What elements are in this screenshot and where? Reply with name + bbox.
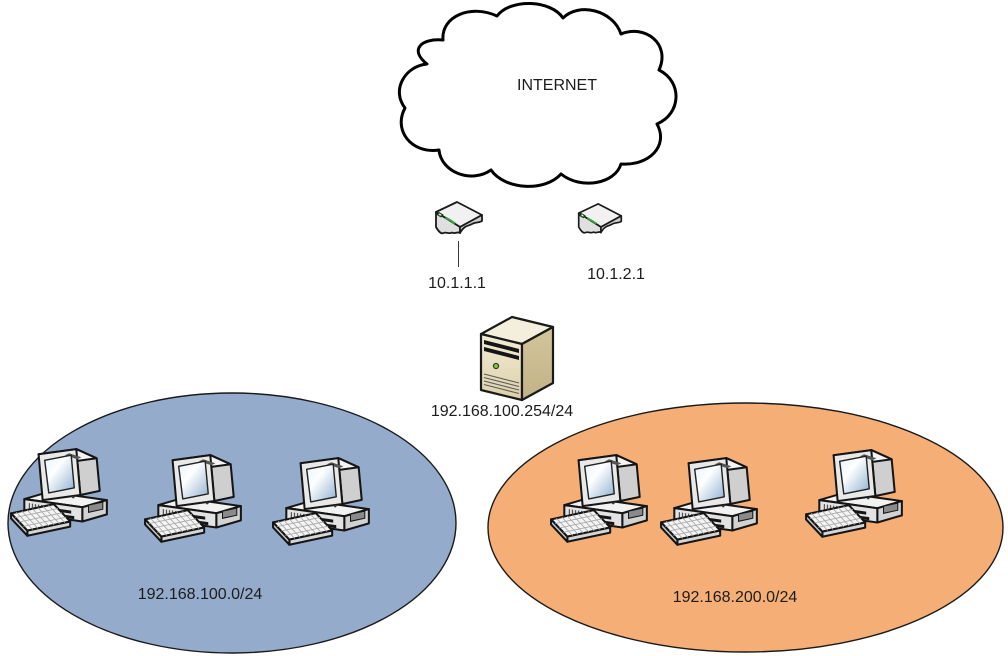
server-icon	[477, 308, 557, 402]
lan-2-cidr-label: 192.168.200.0/24	[672, 589, 798, 606]
server-ip-label: 192.168.100.254/24	[430, 403, 574, 420]
lan1-computer-1-icon	[8, 446, 114, 546]
lan1-computer-3-icon	[270, 455, 376, 555]
internet-label: INTERNET	[517, 77, 597, 94]
lan2-computer-1-icon	[548, 452, 654, 552]
internet-cloud-icon	[398, 2, 678, 188]
lan1-computer-2-icon	[142, 452, 248, 552]
router-2-ip-label: 10.1.2.1	[587, 266, 645, 283]
lan2-computer-2-icon	[658, 455, 764, 555]
router-1-cable	[458, 241, 459, 267]
lan-1-cidr-label: 192.168.100.0/24	[137, 586, 263, 603]
router-1-icon	[432, 199, 486, 241]
lan2-computer-3-icon	[803, 447, 909, 547]
router-2-icon	[575, 201, 625, 240]
router-1-ip-label: 10.1.1.1	[428, 275, 486, 292]
